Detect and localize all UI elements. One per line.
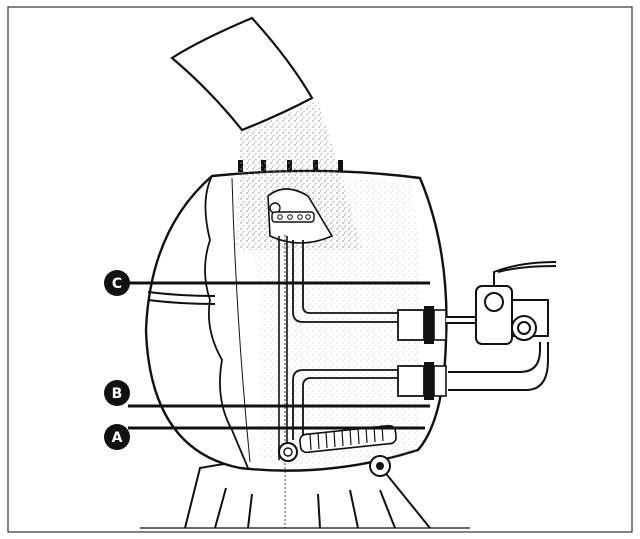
diagram-border xyxy=(7,6,633,533)
upper-pipe xyxy=(292,240,398,323)
label-b-text: B xyxy=(112,386,123,402)
label-c-text: C xyxy=(112,276,122,292)
multiport-valve-icon xyxy=(446,261,557,391)
label-b: B xyxy=(104,380,130,406)
callout-lines xyxy=(128,281,430,430)
collector-lateral xyxy=(278,424,397,462)
lower-pipe xyxy=(292,369,398,440)
drain-plug xyxy=(369,455,391,477)
label-a: A xyxy=(104,424,130,450)
sand-stream xyxy=(236,100,362,250)
diffuser xyxy=(267,188,334,244)
label-c: C xyxy=(104,270,130,296)
union-connectors xyxy=(397,306,447,400)
sand-bag-icon xyxy=(170,16,314,132)
label-a-text: A xyxy=(112,430,123,446)
